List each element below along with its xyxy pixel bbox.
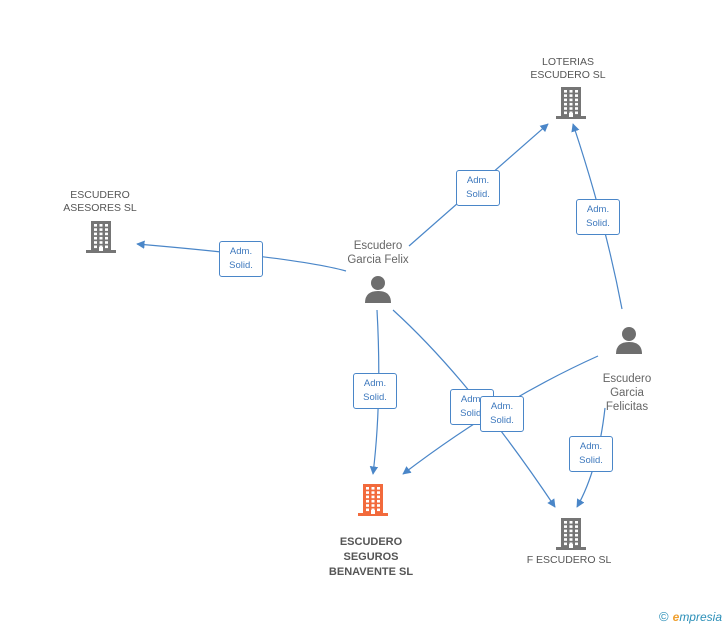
edge-label-e5[interactable]: Adm. Solid.: [576, 199, 620, 235]
copyright-icon: ©: [659, 609, 669, 624]
building-icon-asesores[interactable]: [85, 220, 117, 254]
empresia-logo: ©empresia: [659, 609, 722, 624]
brand-name: mpresia: [679, 610, 722, 624]
person-icon-felicitas[interactable]: [614, 325, 644, 355]
edge-label-e6[interactable]: Adm. Solid.: [480, 396, 524, 432]
edge-label-e1[interactable]: Adm. Solid.: [456, 170, 500, 206]
building-icon-seguros[interactable]: [357, 483, 389, 517]
edge-label-e7[interactable]: Adm. Solid.: [569, 436, 613, 472]
node-label-asesores[interactable]: ESCUDERO ASESORES SL: [63, 189, 137, 214]
node-label-felicitas[interactable]: Escudero Garcia Felicitas: [602, 373, 652, 413]
brand-first-letter: e: [672, 610, 680, 624]
node-label-felix[interactable]: Escudero Garcia Felix: [347, 240, 409, 266]
building-icon-loterias[interactable]: [555, 86, 587, 120]
person-icon-felix[interactable]: [363, 274, 393, 304]
node-label-seguros[interactable]: ESCUDERO SEGUROS BENAVENTE SL: [328, 536, 414, 578]
building-icon-fescudero[interactable]: [555, 517, 587, 551]
edge-felix-to-asesores: [136, 240, 347, 272]
node-label-loterias[interactable]: LOTERIAS ESCUDERO SL: [530, 56, 606, 81]
node-label-fescudero[interactable]: F ESCUDERO SL: [526, 554, 612, 566]
edge-label-e3[interactable]: Adm. Solid.: [353, 373, 397, 409]
edge-label-e2[interactable]: Adm. Solid.: [219, 241, 263, 277]
